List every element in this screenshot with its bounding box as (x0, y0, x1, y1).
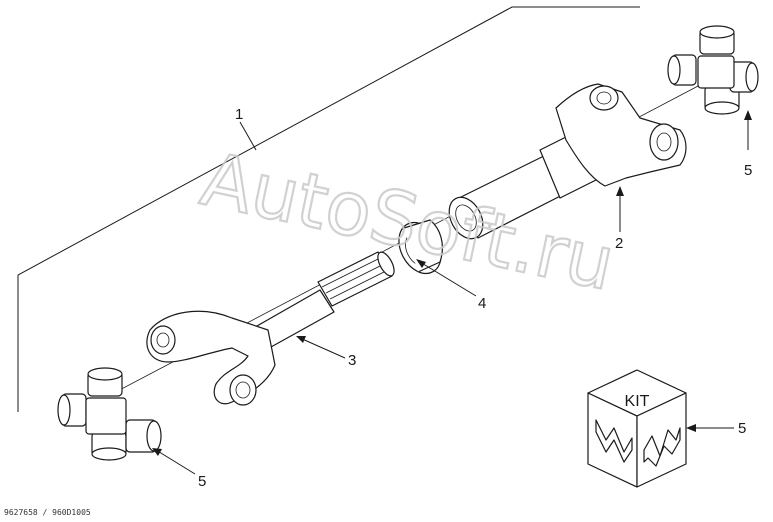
slip-yoke-shaft (146, 251, 395, 406)
universal-joint-cross-bottom (57, 367, 162, 461)
label-cross-bottom: 5 (198, 473, 206, 490)
kit-logo-right (643, 427, 681, 467)
universal-joint-cross-top (667, 25, 759, 115)
label-seal: 4 (478, 295, 486, 312)
kit-box-label: KIT (625, 393, 650, 410)
label-tube: 2 (615, 235, 623, 252)
leader-lines (152, 110, 752, 475)
tube-yoke (448, 83, 687, 240)
label-assembly: 1 (235, 106, 243, 123)
drawing-code: 9627658 / 960D1005 (4, 508, 91, 517)
assembly-bracket (17, 6, 640, 412)
label-kit: 5 (738, 420, 746, 437)
seal-ring (398, 219, 443, 275)
label-shaft: 3 (348, 352, 356, 369)
kit-logo-left (595, 419, 633, 463)
label-cross-top: 5 (744, 162, 752, 179)
kit-box: KIT (587, 369, 687, 488)
